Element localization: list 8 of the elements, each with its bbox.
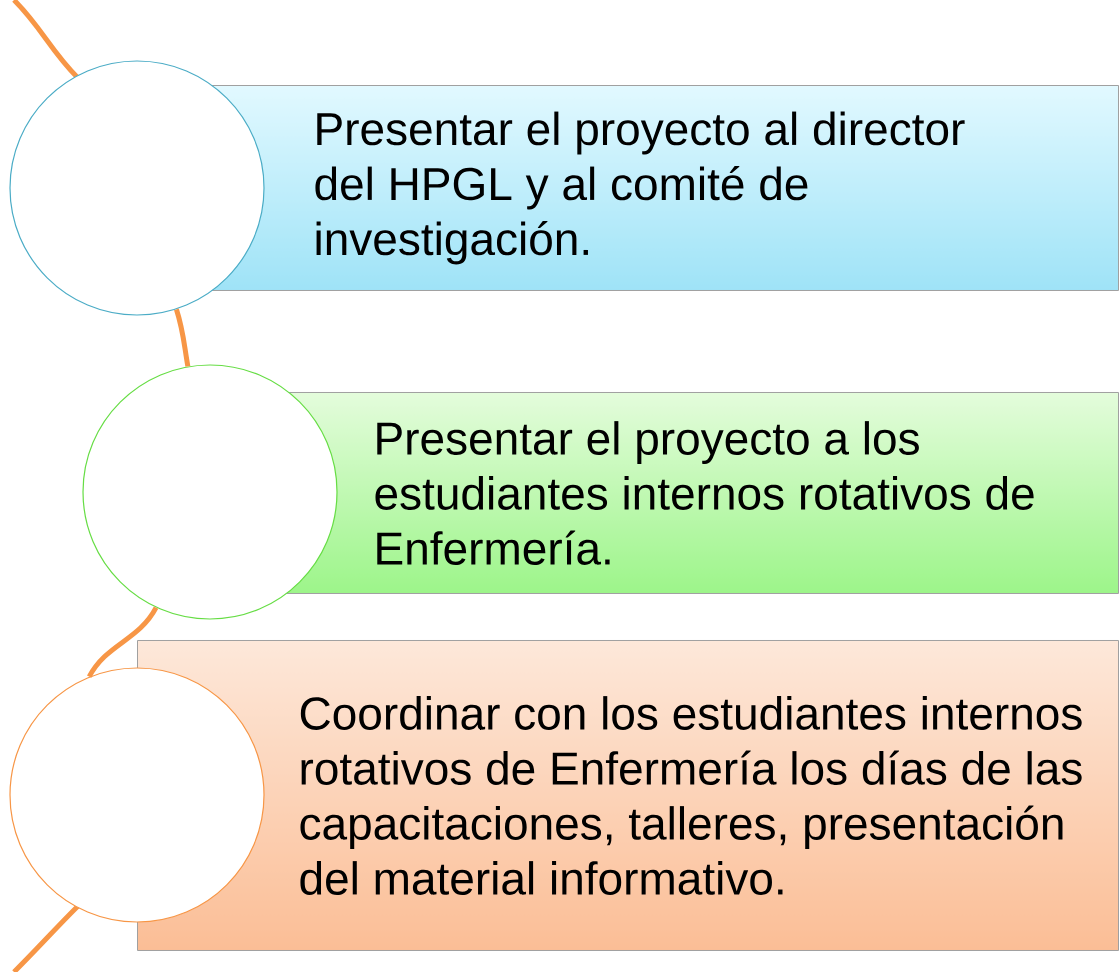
arc-line bbox=[87, 606, 159, 678]
circle bbox=[9, 667, 265, 923]
arc-line bbox=[174, 308, 191, 367]
step-box: Presentar el proyecto al director del HPGL y al comité de investigación. bbox=[185, 85, 1119, 291]
circle bbox=[9, 60, 265, 316]
step-box: Coordinar con los estudiantes internos rotativos de Enfermería los días de las capacitaciones, talleres, presentación del material informativo. bbox=[137, 640, 1119, 951]
circle bbox=[82, 364, 338, 620]
step-box: Presentar el proyecto a los estudiantes internos rotativos de Enfermería. bbox=[255, 392, 1119, 594]
